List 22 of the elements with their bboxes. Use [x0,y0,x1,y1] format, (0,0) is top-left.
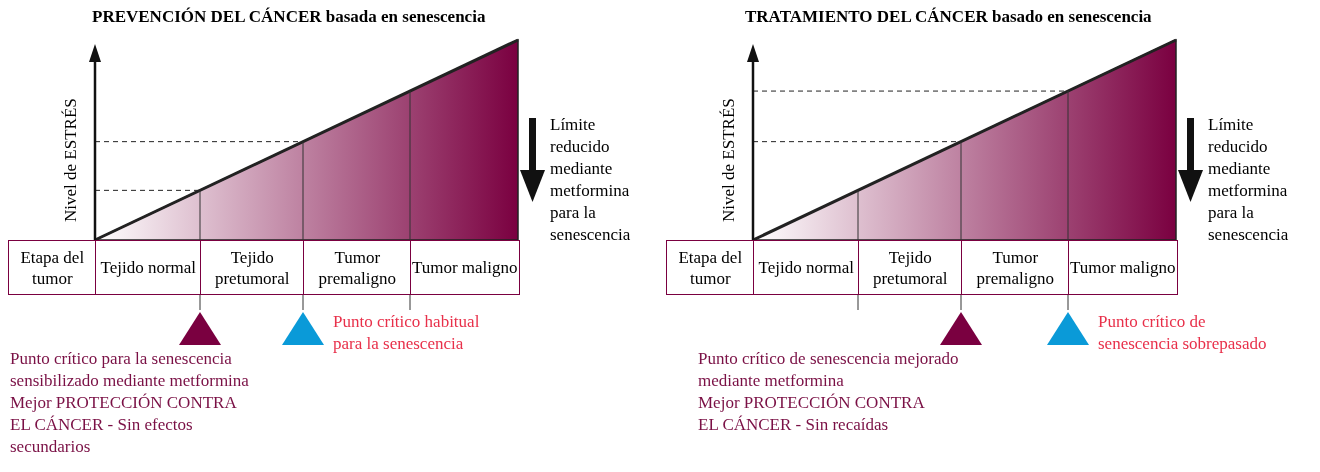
critical-point-note: Punto crítico habitual para la senescencia [333,311,481,355]
panel-title: TRATAMIENTO DEL CÁNCER basado en senescencia [745,6,1153,28]
tumor-stage-cell: Tumor premaligno [961,240,1070,295]
tumor-stage-cell: Tejido pretumoral [200,240,305,295]
panel-title: PREVENCIÓN DEL CÁNCER basada en senescencia [92,6,487,28]
table-header-cell: Etapa del tumor [666,240,755,295]
critical-point-note: Punto crítico de senescencia sobrepasado [1098,311,1268,355]
tumor-stage-cell: Tejido pretumoral [858,240,963,295]
tumor-stage-cell: Tejido normal [753,240,860,295]
protection-note: Mejor PROTECCIÓN CONTRA EL CÁNCER - Sin efectos secundarios [10,392,238,458]
tumor-stage-cell: Tumor maligno [1068,240,1178,295]
protection-note: Mejor PROTECCIÓN CONTRA EL CÁNCER - Sin recaídas [698,392,926,436]
axis-label: Nivel de ESTRÉS [60,98,81,222]
limit-note: Límite reducido mediante metformina para la senescencia [1208,114,1290,246]
limit-note: Límite reducido mediante metformina para la senescencia [550,114,632,246]
tumor-stage-cell: Tumor premaligno [303,240,412,295]
tumor-stage-cell: Tumor maligno [410,240,520,295]
table-header-cell: Etapa del tumor [8,240,97,295]
axis-label: Nivel de ESTRÉS [718,98,739,222]
critical-point-note: Punto crítico de senescencia mejorado mediante metformina [698,348,960,392]
tumor-stage-cell: Tejido normal [95,240,202,295]
critical-point-note: Punto crítico para la senescencia sensibilizado mediante metformina [10,348,250,392]
